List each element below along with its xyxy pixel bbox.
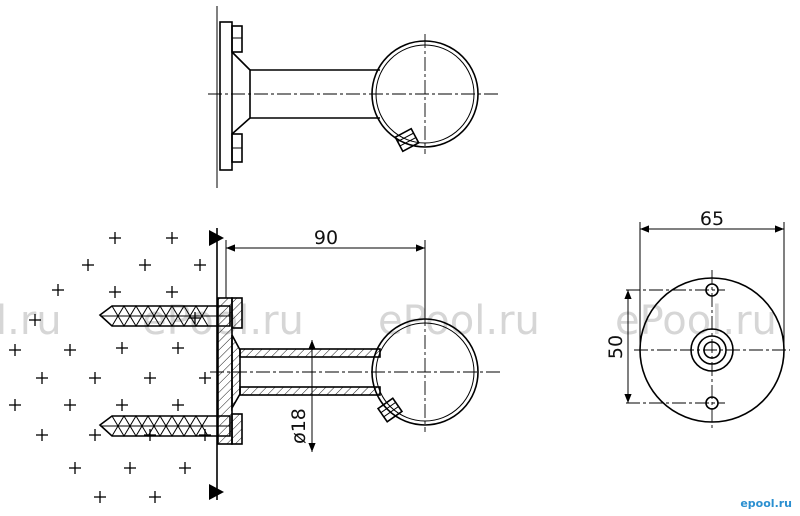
watermark-text-1: l.ru [0, 298, 62, 344]
side-flange-boss [231, 334, 241, 412]
watermark-layer: l.ru ePool.ru ePool.ru ePool.ru [0, 298, 777, 344]
top-screw-head-upper [231, 25, 243, 53]
top-flange-plate [219, 21, 233, 171]
front-view: 65 50 [605, 208, 790, 430]
dim-tube-dia-label: ø18 [288, 408, 310, 444]
section-arrow-top [209, 230, 224, 246]
side-flange-section [217, 297, 233, 445]
top-clamp-screw [394, 127, 420, 153]
wall-cross-pattern [9, 232, 211, 503]
dim-50-label: 50 [605, 335, 627, 359]
dim-65-label: 65 [700, 208, 724, 230]
side-tube-wall-upper [239, 348, 381, 358]
side-view: 90 ø18 [98, 227, 500, 500]
wall-dowel-lower [98, 415, 231, 437]
section-arrow-bottom [209, 484, 224, 500]
side-clamp-screw [376, 397, 404, 423]
side-flange-screw-upper [231, 297, 243, 329]
side-flange-screw-lower [231, 413, 243, 445]
dim-90-label: 90 [314, 227, 338, 249]
top-view [208, 6, 498, 188]
side-tube-wall-lower [239, 386, 381, 396]
wall-section [9, 228, 218, 503]
top-flange-boss [231, 51, 251, 135]
brand-logo-text: epool.ru [740, 497, 792, 510]
